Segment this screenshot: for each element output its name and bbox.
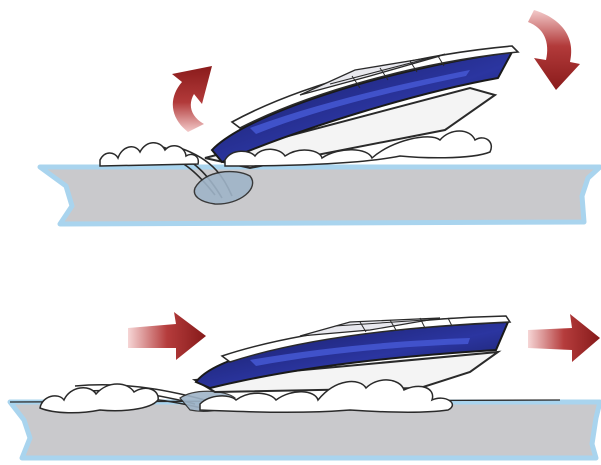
panel-planing — [10, 312, 600, 458]
boat-hull-planing — [195, 316, 510, 392]
curved-up-arrow — [172, 66, 212, 132]
spray-left — [100, 143, 198, 166]
right-arrow — [528, 314, 600, 362]
water-surface — [40, 167, 600, 224]
panel-bow-up — [40, 10, 600, 224]
right-arrow — [128, 312, 206, 360]
spray-left — [40, 384, 158, 413]
curved-down-arrow — [528, 10, 580, 90]
